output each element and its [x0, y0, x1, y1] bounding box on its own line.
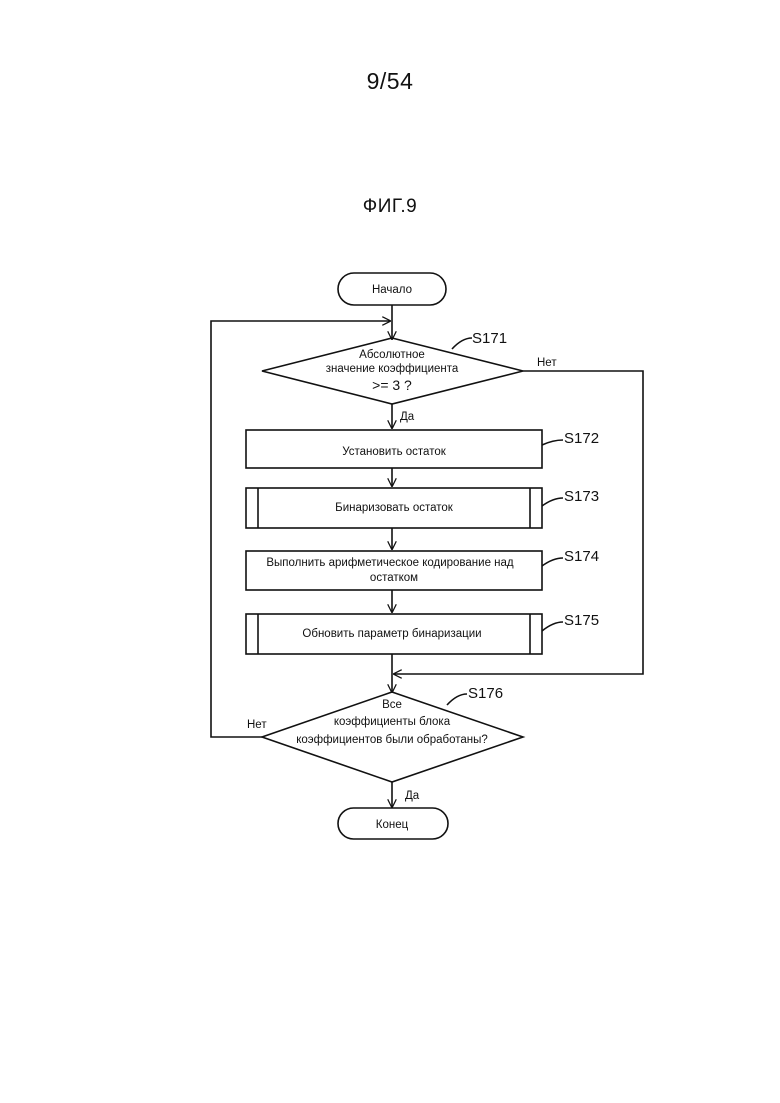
s174-label-line1: Выполнить арифметическое кодирование над [266, 557, 514, 569]
s176-yes-label: Да [405, 790, 420, 802]
s171-text-line1: Абсолютное [359, 349, 425, 361]
s171-text-line2: значение коэффициента [326, 363, 459, 375]
s176-text-line2: коэффициенты блока [334, 716, 451, 728]
s176-no-label: Нет [247, 719, 267, 731]
s171-yes-label: Да [400, 411, 415, 423]
start-label: Начало [372, 284, 412, 296]
s175-label: Обновить параметр бинаризации [302, 628, 481, 640]
end-label: Конец [376, 819, 409, 831]
s176-text-line1: Все [382, 699, 402, 711]
loop-back-line [211, 321, 390, 737]
step-id-s175: S175 [564, 612, 599, 629]
s171-text-line3: >= 3 ? [372, 377, 412, 393]
s171-no-label: Нет [537, 357, 557, 369]
step-id-s173: S173 [564, 488, 599, 505]
leader-s175 [542, 622, 563, 631]
s172-label: Установить остаток [342, 446, 447, 458]
step-id-s172: S172 [564, 430, 599, 447]
leader-s173 [542, 498, 563, 506]
leader-s176 [447, 694, 467, 705]
step-id-s174: S174 [564, 548, 599, 565]
step-id-s176: S176 [468, 685, 503, 702]
s176-text-line3: коэффициентов были обработаны? [296, 734, 488, 746]
leader-s171 [452, 338, 472, 349]
leader-s174 [542, 558, 563, 566]
s173-label: Бинаризовать остаток [335, 502, 454, 514]
step-id-s171: S171 [472, 330, 507, 347]
leader-s172 [542, 440, 563, 445]
s174-label-line2: остатком [370, 572, 418, 584]
